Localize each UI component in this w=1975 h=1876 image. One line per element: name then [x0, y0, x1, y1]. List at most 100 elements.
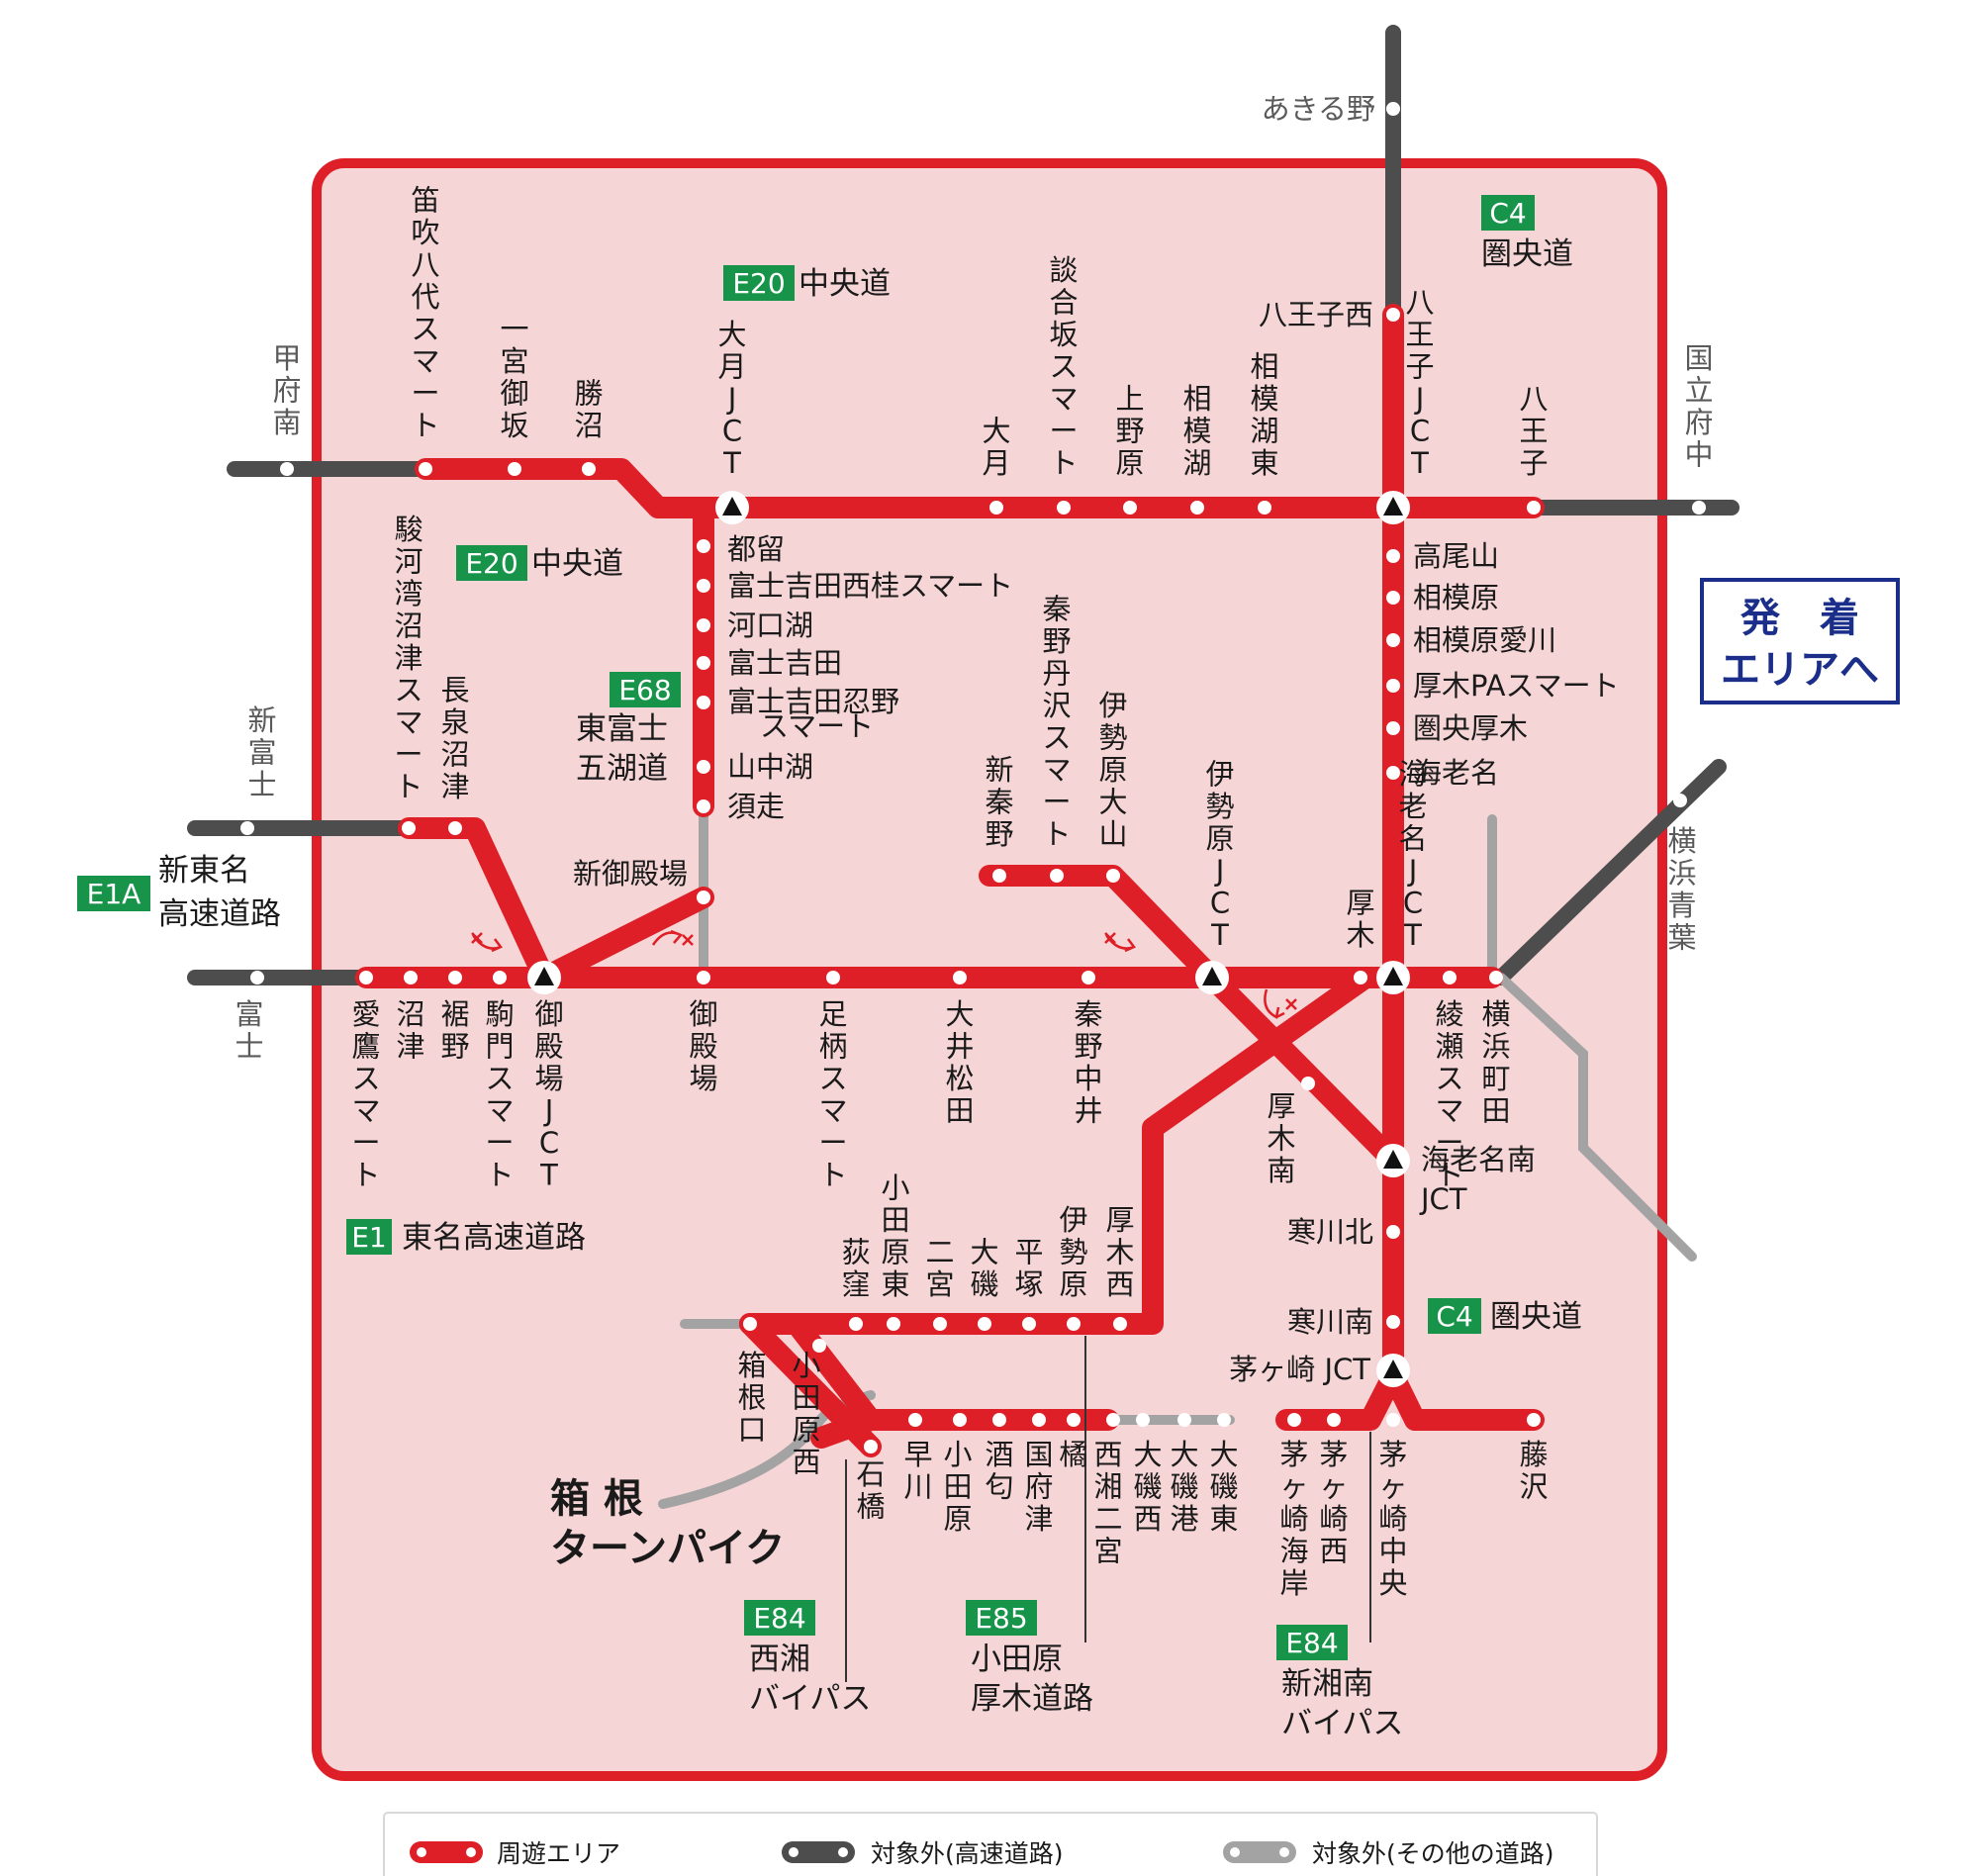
svg-text:富士吉田: 富士吉田: [727, 646, 842, 680]
station-label-surugawan: 駿河湾沼津スマート: [394, 513, 423, 803]
station-label-chigasaki-nishi: 茅ヶ崎西: [1319, 1438, 1348, 1568]
station-label-isehara-oyama: 伊勢原大山: [1098, 689, 1127, 851]
svg-text:相模原愛川: 相模原愛川: [1413, 623, 1556, 657]
svg-text:西湘: 西湘: [749, 1642, 810, 1677]
station-label-atsugi-nishi: 厚木西: [1105, 1203, 1134, 1301]
station-label-komakado: 駒門スマート: [485, 997, 514, 1192]
no-turn-icon: [471, 929, 1297, 1019]
station-label-atsugi-minami: 厚木南: [1267, 1089, 1295, 1187]
jct-icon: [1376, 491, 1410, 524]
legend-box: [383, 1812, 1598, 1876]
svg-text:バイパス: バイパス: [749, 1681, 871, 1717]
station-label-fujisawa: 藤沢: [1519, 1438, 1548, 1504]
station-label-kokuritsu-fuchu: 国立府中: [1684, 341, 1713, 472]
svg-text:厚木道路: 厚木道路: [971, 1681, 1093, 1717]
station-label-hachioji: 八王子: [1519, 382, 1548, 480]
station-label-odawara-nishi: 小田原西: [792, 1349, 820, 1479]
station-label-yokohama-aoba: 横浜青葉: [1667, 824, 1696, 955]
svg-text:中央道: 中央道: [799, 266, 891, 302]
station-label-shin-fuji: 新富士: [247, 704, 276, 801]
station-label-oiso-higashi: 大磯東: [1209, 1438, 1238, 1536]
svg-text:周遊エリア: 周遊エリア: [497, 1839, 620, 1868]
svg-text:ターンパイク: ターンパイク: [550, 1526, 785, 1571]
station-label-odawara-higashi: 小田原東: [881, 1172, 909, 1302]
svg-text:C4: C4: [1436, 1300, 1472, 1333]
legend-item-outside-expressway: 対象外(高速道路): [782, 1839, 1064, 1868]
jct-icon: [527, 961, 561, 994]
station-label-oimatsuda: 大井松田: [945, 997, 974, 1128]
station-label-ayase: 綾瀬スマート: [1435, 997, 1463, 1192]
station-label-katsunuma: 勝沼: [574, 377, 603, 443]
leader-lines: [845, 1336, 1371, 1682]
station-label-dangozaka: 談合坂スマート: [1049, 253, 1078, 480]
station-label-chigasaki-chuo: 茅ヶ崎中央: [1378, 1438, 1407, 1600]
svg-text:厚木PAスマート: 厚木PAスマート: [1413, 669, 1620, 703]
svg-text:海老名南: 海老名南: [1421, 1143, 1536, 1176]
svg-text:高速道路: 高速道路: [158, 896, 281, 932]
svg-text:都留: 都留: [727, 532, 785, 566]
svg-text:対象外(高速道路): 対象外(高速道路): [871, 1839, 1064, 1868]
legend-item-area: 周遊エリア: [410, 1839, 620, 1868]
svg-text:東名高速道路: 東名高速道路: [402, 1220, 586, 1256]
svg-text:圏央道: 圏央道: [1490, 1299, 1582, 1335]
svg-text:五湖道: 五湖道: [576, 751, 668, 787]
station-label-kofu-minami: 甲府南: [272, 341, 301, 439]
svg-text:須走: 須走: [727, 790, 785, 823]
station-label-fuefuki: 笛吹八代スマート: [411, 184, 439, 443]
svg-text:E68: E68: [618, 674, 671, 706]
jct-icon: [1376, 961, 1410, 994]
svg-text:バイパス: バイパス: [1281, 1706, 1403, 1741]
svg-text:東富士: 東富士: [576, 711, 668, 747]
svg-text:エリアへ: エリアへ: [1721, 647, 1879, 693]
station-label-oiso: 大磯: [970, 1236, 998, 1302]
svg-text:中央道: 中央道: [531, 546, 623, 582]
station-label-susono: 裾野: [440, 997, 469, 1064]
svg-text:相模原: 相模原: [1413, 581, 1499, 614]
station-label-kozu: 国府津: [1024, 1438, 1053, 1536]
svg-text:圏央厚木: 圏央厚木: [1413, 711, 1528, 745]
station-label-sagamiko-higashi: 相模湖東: [1250, 350, 1278, 481]
legend-item-outside-other: 対象外(その他の道路): [1223, 1839, 1554, 1868]
station-label-oiso-nishi: 大磯西: [1133, 1438, 1162, 1536]
svg-text:高尾山: 高尾山: [1413, 539, 1499, 573]
svg-text:圏央道: 圏央道: [1481, 236, 1573, 272]
svg-text:寒川南: 寒川南: [1287, 1305, 1373, 1339]
svg-text:対象外(その他の道路): 対象外(その他の道路): [1312, 1839, 1554, 1868]
station-label-yokohama-machida: 横浜町田: [1481, 997, 1510, 1128]
jct-icon: [1376, 1354, 1410, 1387]
svg-text:富士吉田西桂スマート: 富士吉田西桂スマート: [727, 569, 1013, 603]
svg-text:スマート: スマート: [760, 709, 874, 743]
station-label-nagaizumi: 長泉沼津: [440, 674, 469, 804]
jct-icon: [1195, 961, 1229, 994]
station-label-odawara: 小田原: [943, 1438, 972, 1536]
station-label-numazu: 沼津: [396, 997, 424, 1064]
svg-text:E85: E85: [975, 1602, 1027, 1635]
station-label-chigasaki-kaigan: 茅ヶ崎海岸: [1279, 1438, 1308, 1600]
svg-text:小田原: 小田原: [971, 1642, 1063, 1677]
station-label-sagamiko: 相模湖: [1182, 382, 1211, 480]
jct-icon: [715, 491, 749, 524]
svg-text:富士吉田忍野: 富士吉田忍野: [727, 685, 899, 718]
svg-text:E20: E20: [465, 547, 517, 580]
station-label-ishibashi: 石橋: [856, 1457, 885, 1524]
arrive-area-button[interactable]: 発 着 エリアへ: [1700, 578, 1900, 704]
svg-text:山中湖: 山中湖: [727, 750, 813, 784]
jct-icon: [1376, 1144, 1410, 1177]
svg-text:JCT: JCT: [1419, 1182, 1467, 1216]
station-label-gotemba: 御殿場: [689, 997, 717, 1095]
legend: 周遊エリア 対象外(高速道路) 対象外(その他の道路): [383, 1812, 1598, 1876]
interchange-dots: [240, 102, 1706, 1454]
station-label-nishisho-ninomiya: 西湘二宮: [1093, 1438, 1122, 1568]
station-label-ichinomiya: 一宮御坂: [500, 313, 528, 443]
jct-markers: [527, 491, 1410, 1387]
station-label-atsugi: 厚木: [1346, 887, 1374, 953]
svg-text:茅ヶ崎 JCT: 茅ヶ崎 JCT: [1229, 1353, 1370, 1386]
svg-text:C4: C4: [1489, 197, 1526, 230]
svg-text:寒川北: 寒川北: [1287, 1215, 1373, 1249]
station-labels-horizontal: あきる野 八王子西 都留 富士吉田西桂スマート 河口湖 富士吉田 富士吉田忍野 …: [573, 92, 1620, 1386]
station-label-sakawa: 酒匂: [985, 1438, 1013, 1504]
station-label-hakone-guchi: 箱根口: [737, 1349, 766, 1447]
